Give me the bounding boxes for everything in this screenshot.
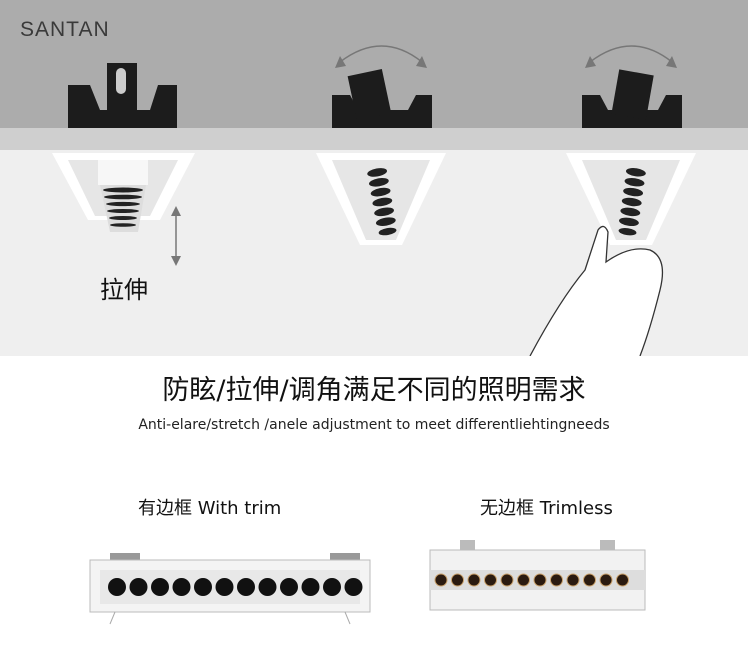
hand-icon xyxy=(529,225,664,356)
led-lens xyxy=(599,573,613,587)
product-illustration xyxy=(0,0,748,356)
fixture-stretch xyxy=(52,63,195,266)
led-lens xyxy=(517,573,530,587)
led-lens xyxy=(583,573,596,587)
brand-logo: SANTAN xyxy=(20,18,110,41)
led-lens xyxy=(151,578,169,596)
with-trim-product xyxy=(89,553,371,625)
led-lens xyxy=(500,573,514,587)
stretch-label: 拉伸 xyxy=(100,276,148,304)
led-lens xyxy=(566,573,580,587)
fixture-tilt xyxy=(316,45,446,245)
led-lens xyxy=(129,578,148,596)
trimless-product xyxy=(429,540,646,611)
led-lens xyxy=(344,578,363,596)
led-lens xyxy=(550,573,563,587)
led-lens xyxy=(301,578,320,596)
led-lens xyxy=(237,578,255,596)
led-lens xyxy=(172,578,191,596)
with-trim-caption: 有边框 With trim xyxy=(138,498,282,519)
led-lens xyxy=(108,578,126,596)
led-lens xyxy=(451,573,464,587)
trimless-caption: 无边框 Trimless xyxy=(480,498,613,519)
led-lens xyxy=(434,573,448,587)
led-lens xyxy=(467,573,481,587)
page-title: 防眩/拉伸/调角满足不同的照明需求 xyxy=(162,375,586,406)
fixture-adjust xyxy=(529,45,696,356)
led-lens xyxy=(258,578,277,596)
led-lens xyxy=(280,578,298,596)
led-lens xyxy=(533,573,547,587)
led-lens xyxy=(323,578,341,596)
led-lens xyxy=(616,573,629,587)
led-lens xyxy=(194,578,212,596)
led-lens xyxy=(484,573,497,587)
page-subtitle: Anti-elare/stretch /anele adjustment to … xyxy=(138,417,610,433)
led-lens xyxy=(215,578,234,596)
